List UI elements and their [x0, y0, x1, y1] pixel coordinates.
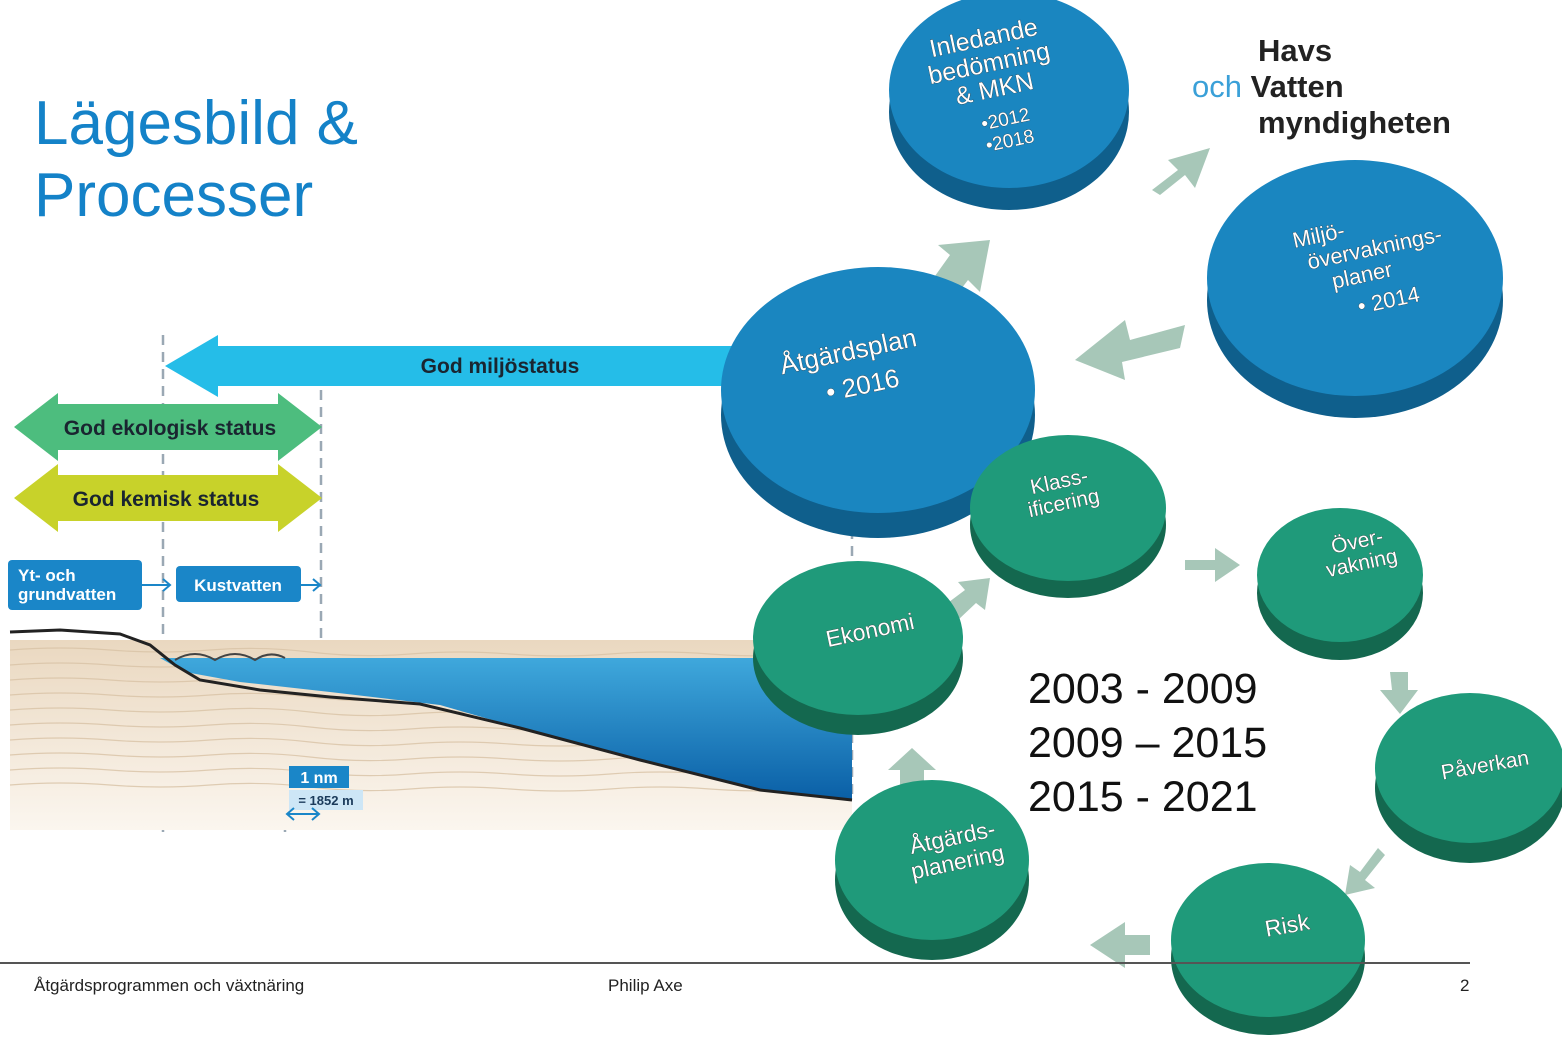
nautical-mile-box: 1 nm = 1852 m	[285, 766, 363, 821]
god-kemisk-label: God kemisk status	[73, 488, 260, 511]
arrow-icon	[1345, 848, 1385, 895]
small-disc-ekonomi: Ekonomi	[753, 561, 963, 735]
period-1: 2003 - 2009	[1028, 665, 1258, 713]
small-disc-atgardsplanering: Åtgärds- planering	[835, 780, 1029, 960]
footer-left: Åtgärdsprogrammen och växtnäring	[34, 976, 305, 995]
period-3: 2015 - 2021	[1028, 773, 1258, 821]
title-line-2: Processer	[34, 161, 314, 230]
nm-label: 1 nm	[300, 770, 337, 787]
arrow-icon	[1380, 672, 1418, 714]
cycle-periods: 2003 - 2009 2009 – 2015 2015 - 2021	[1028, 662, 1267, 824]
big-disc-inledande: Inledande bedömning & MKN •2012 •2018	[889, 0, 1129, 210]
period-2: 2009 – 2015	[1028, 719, 1268, 767]
arrow-icon	[1090, 922, 1150, 968]
footer-author: Philip Axe	[608, 976, 683, 995]
kustvatten-box: Kustvatten	[176, 566, 322, 602]
logo-line-1: Havs	[1258, 33, 1333, 68]
nm-eq-label: = 1852 m	[298, 793, 353, 808]
arrow-icon	[1185, 548, 1240, 582]
logo-och: och	[1192, 69, 1242, 104]
small-disc-overvakning: Över- vakning	[1257, 508, 1423, 660]
yt-label-1: Yt- och	[18, 566, 76, 585]
logo-line-3: myndigheten	[1258, 105, 1451, 140]
yt-label-2: grundvatten	[18, 585, 116, 604]
arrow-icon	[1075, 320, 1185, 380]
god-ekologisk-arrow: God ekologisk status	[14, 393, 322, 461]
god-miljostatus-label: God miljöstatus	[421, 355, 580, 378]
cycle-arrows	[888, 148, 1418, 968]
yt-och-grundvatten-box: Yt- och grundvatten	[8, 560, 172, 610]
arrow-icon	[1152, 148, 1210, 195]
god-ekologisk-label: God ekologisk status	[64, 417, 276, 440]
coastal-cross-section	[9, 628, 853, 830]
arrow-icon	[888, 748, 936, 790]
havs-och-vatten-logo: Havs och Vatten myndigheten	[1192, 33, 1451, 141]
title-line-1: Lägesbild &	[34, 89, 359, 158]
small-disc-paverkan: Påverkan	[1375, 693, 1562, 863]
footer-divider	[0, 962, 1470, 964]
god-miljostatus-arrow: God miljöstatus	[165, 335, 760, 397]
logo-line-2: Vatten	[1250, 69, 1344, 104]
god-kemisk-arrow: God kemisk status	[14, 464, 322, 532]
small-disc-klassificering: Klass- ificering	[970, 435, 1166, 598]
page-title: Lägesbild & Processer	[34, 88, 358, 232]
big-disc-atgardsplan: Åtgärdsplan • 2016	[721, 267, 1035, 538]
small-disc-risk: Risk	[1171, 863, 1365, 1035]
arrow-icon	[945, 578, 990, 620]
kustvatten-label: Kustvatten	[194, 576, 282, 595]
page-number: 2	[1460, 976, 1470, 995]
big-disc-miljoovervakning: Miljö- övervaknings- planer • 2014	[1207, 160, 1503, 418]
